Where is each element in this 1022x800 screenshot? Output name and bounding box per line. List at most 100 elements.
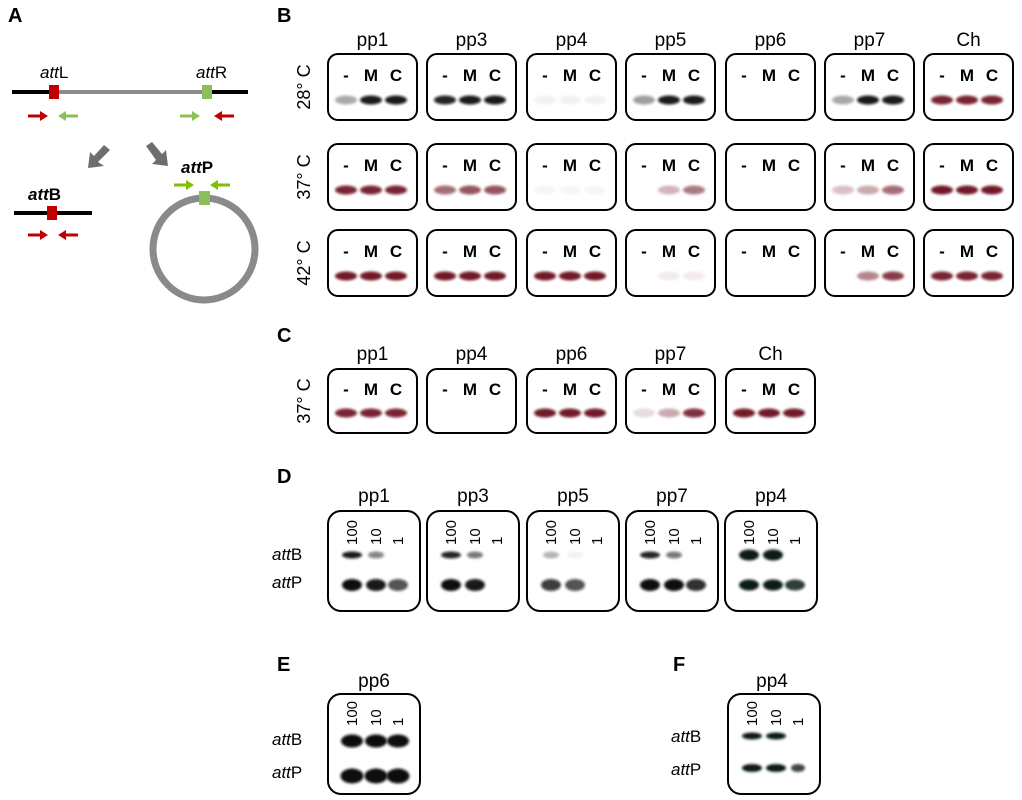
band: [956, 271, 978, 281]
lane-label: C: [489, 380, 501, 399]
column-header-pp5: pp5: [655, 30, 687, 51]
lane-label: M: [762, 242, 776, 261]
attb-row-label: attB: [272, 730, 302, 749]
band: [335, 408, 357, 418]
primer-arrow-green-right-1: [180, 111, 200, 121]
band: [733, 408, 755, 418]
attb-band: [441, 551, 461, 559]
attb-band: [766, 732, 786, 740]
lane-label: C: [887, 156, 899, 175]
lane-label: -: [442, 242, 448, 261]
gel-frame: [725, 143, 816, 211]
band: [658, 95, 680, 105]
lane-label: M: [861, 242, 875, 261]
band: [385, 271, 407, 281]
band: [956, 185, 978, 195]
lane-label: M: [364, 156, 378, 175]
attb-band: [342, 551, 362, 559]
lane-label: -: [641, 242, 647, 261]
attb-band: [742, 732, 762, 740]
lane-label: M: [762, 380, 776, 399]
lane-label: M: [563, 380, 577, 399]
lane-label: -: [343, 66, 349, 85]
lane-label: -: [542, 380, 548, 399]
band: [981, 185, 1003, 195]
attr-site-marker: [202, 85, 212, 99]
column-header-pp4: pp4: [456, 344, 488, 365]
gel-frame: [426, 143, 517, 211]
band: [931, 95, 953, 105]
band: [981, 271, 1003, 281]
lane-label: -: [840, 66, 846, 85]
lane-label: -: [641, 66, 647, 85]
concentration-label: 10: [567, 528, 584, 545]
attb-band: [467, 551, 483, 559]
lane-label: C: [688, 66, 700, 85]
band: [385, 185, 407, 195]
band: [832, 95, 854, 105]
lane-label: C: [390, 242, 402, 261]
gel-frame: [824, 229, 915, 297]
band: [882, 271, 904, 281]
lane-label: -: [741, 242, 747, 261]
attb-site-marker: [47, 206, 57, 220]
lane-label: -: [741, 156, 747, 175]
attp-row-label: attP: [671, 760, 701, 779]
panel-label-f: F: [673, 654, 685, 676]
band: [683, 95, 705, 105]
gel-frame: [923, 53, 1014, 121]
gel-frame: [724, 510, 818, 612]
concentration-label: 1: [489, 537, 506, 545]
lane-label: C: [986, 66, 998, 85]
lane-label: M: [662, 242, 676, 261]
attp-band: [664, 579, 684, 591]
band: [559, 95, 581, 105]
primer-arrow-green-left-2: [210, 180, 230, 190]
lane-label: M: [364, 66, 378, 85]
column-header-pp5: pp5: [557, 486, 589, 507]
attp-site-marker: [199, 191, 210, 205]
panel-label-a: A: [8, 5, 22, 27]
lane-label: M: [960, 156, 974, 175]
lane-label: C: [688, 380, 700, 399]
lane-label: C: [887, 242, 899, 261]
band: [484, 95, 506, 105]
gel-frame: [727, 693, 821, 795]
concentration-label: 1: [589, 537, 606, 545]
lane-label: -: [343, 380, 349, 399]
band: [385, 95, 407, 105]
column-header-pp4: pp4: [755, 486, 787, 507]
lane-label: -: [442, 380, 448, 399]
lane-label: -: [939, 242, 945, 261]
attp-band: [785, 579, 805, 591]
lane-label: C: [390, 66, 402, 85]
lane-label: C: [986, 242, 998, 261]
gel-frame: [526, 143, 617, 211]
primer-arrow-green-right-2: [174, 180, 194, 190]
lane-label: M: [364, 242, 378, 261]
band: [534, 95, 556, 105]
lane-label: -: [542, 66, 548, 85]
lane-label: C: [589, 66, 601, 85]
band: [658, 185, 680, 195]
attp-band: [340, 768, 364, 784]
attb-band: [640, 551, 660, 559]
column-header-pp6: pp6: [755, 30, 787, 51]
gel-frame: [327, 368, 418, 434]
